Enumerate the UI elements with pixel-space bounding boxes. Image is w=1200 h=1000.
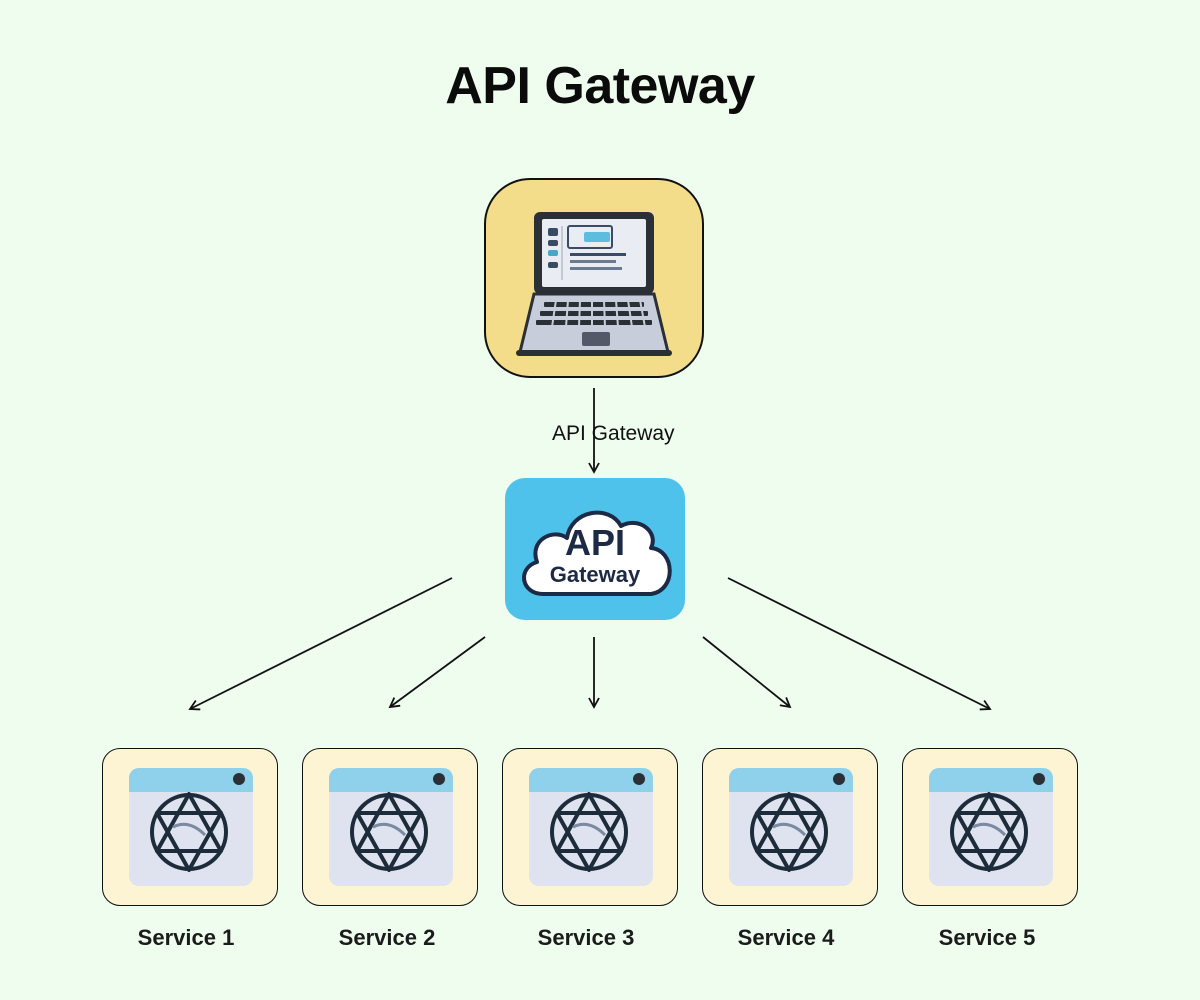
arrow-gateway-to-service-5 bbox=[727, 577, 992, 711]
diagram-title: API Gateway bbox=[445, 57, 755, 115]
service-label-3: Service 3 bbox=[537, 925, 635, 950]
service-label-2: Service 2 bbox=[338, 925, 436, 950]
service-window-icon bbox=[329, 768, 453, 886]
client-node bbox=[484, 178, 704, 378]
edge-label: API Gateway bbox=[552, 422, 675, 445]
service-window-icon bbox=[529, 768, 653, 886]
gateway-node bbox=[505, 478, 685, 620]
service-node-1 bbox=[102, 748, 278, 906]
gateway-title: API bbox=[564, 522, 625, 563]
service-window-icon bbox=[729, 768, 853, 886]
service-node-4 bbox=[702, 748, 878, 906]
service-label-5: Service 5 bbox=[938, 925, 1036, 950]
service-node-5 bbox=[902, 748, 1078, 906]
arrow-gateway-to-service-2 bbox=[388, 636, 486, 709]
service-node-3 bbox=[502, 748, 678, 906]
service-window-icon bbox=[129, 768, 253, 886]
arrow-gateway-to-service-4 bbox=[702, 636, 792, 709]
cloud-icon bbox=[522, 510, 672, 596]
service-label-4: Service 4 bbox=[737, 925, 835, 950]
service-label-1: Service 1 bbox=[137, 925, 235, 950]
service-node-2 bbox=[302, 748, 478, 906]
arrow-gateway-to-service-1 bbox=[188, 577, 453, 711]
service-window-icon bbox=[929, 768, 1053, 886]
laptop-icon bbox=[516, 212, 672, 356]
gateway-subtitle: Gateway bbox=[549, 562, 641, 587]
